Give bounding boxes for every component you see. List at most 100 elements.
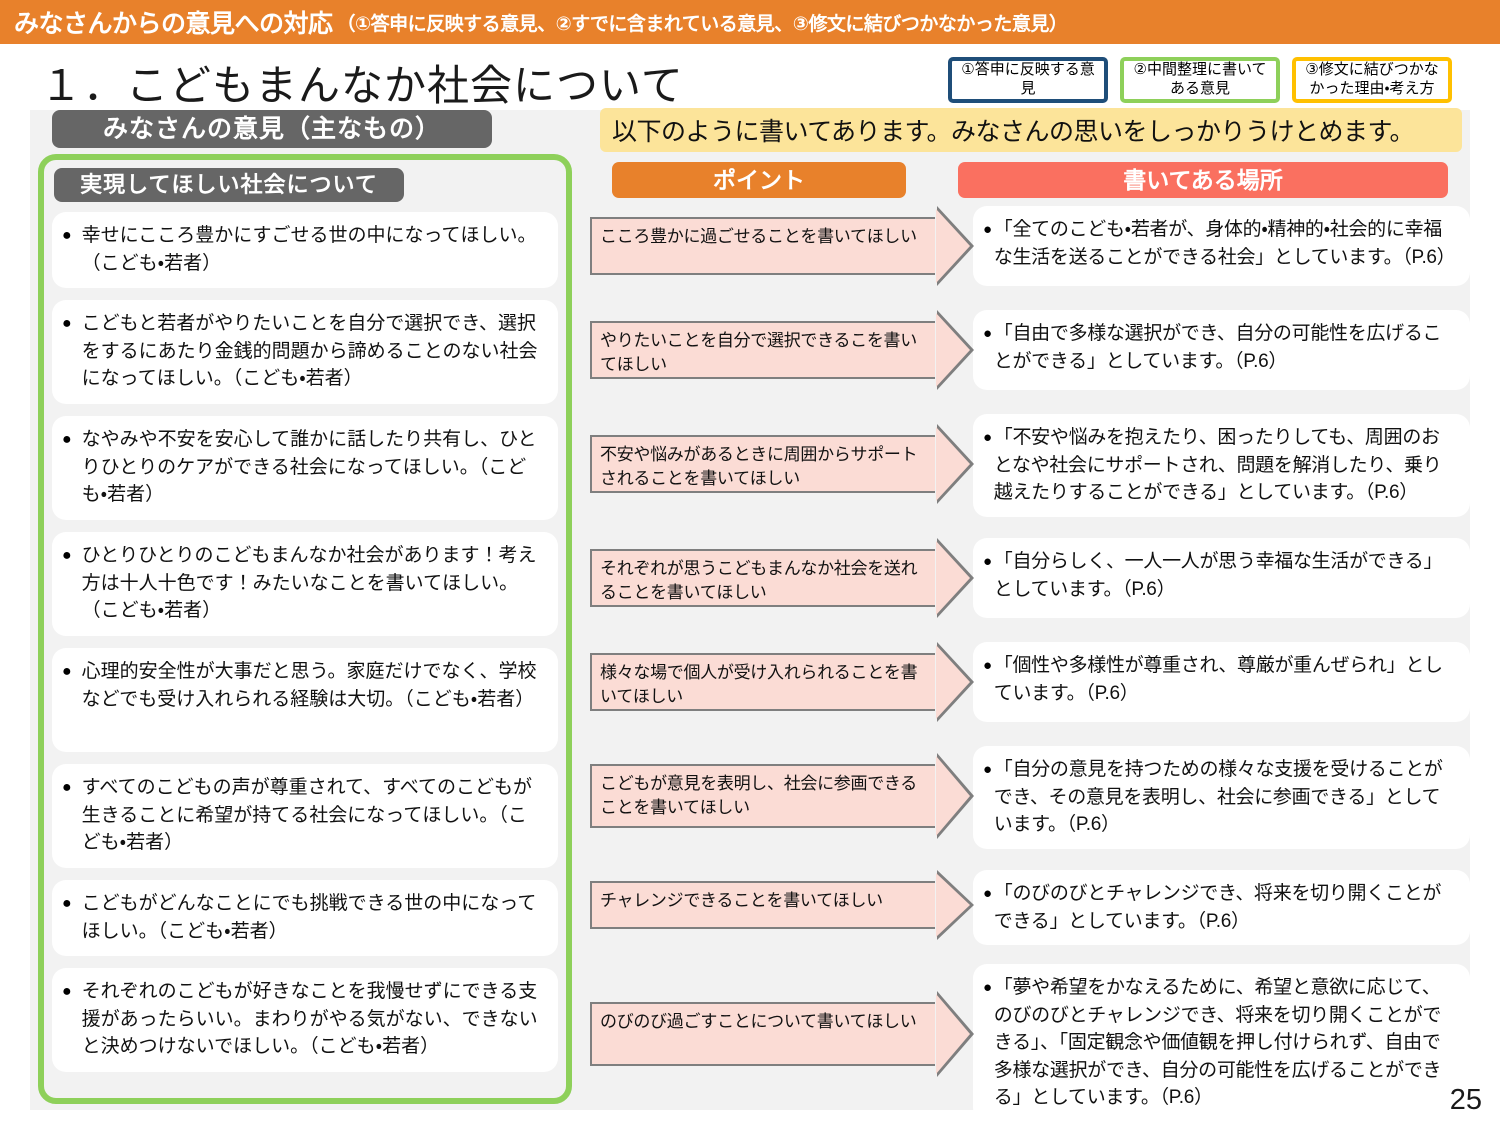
opinion-text: それぞれのこどもが好きなことを我慢せずにできる支援があったらいい。まわりがやる気… bbox=[81, 981, 538, 1058]
place-card: ●「自分らしく、一人一人が思う幸福な生活ができる」としています。（P.6） bbox=[973, 538, 1470, 618]
point-cell: こどもが意見を表明し、社会に参画できることを書いてほしい bbox=[590, 746, 935, 828]
place-card: ●「不安や悩みを抱えたり、困ったりしても、周囲のおとなや社会にサポートされ、問題… bbox=[973, 414, 1470, 517]
legend: ①答申に反映する意見 ②中間整理に書いてある意見 ③修文に結びつかなかった理由・… bbox=[948, 57, 1452, 103]
opinions-frame: 実現してほしい社会について ●幸せにこころ豊かにすごせる世の中になってほしい。（… bbox=[38, 154, 572, 1104]
opinions-sub-heading: 実現してほしい社会について bbox=[54, 168, 404, 202]
point-cell: 不安や悩みがあるときに周囲からサポートされることを書いてほしい bbox=[590, 414, 935, 493]
legend-item-3-label: ③修文に結びつかなかった理由・考え方 bbox=[1305, 61, 1439, 97]
opinion-card: ● すべてのこどもの声が尊重されて、すべてのこどもが生きることに希望が持てる社会に… bbox=[52, 764, 558, 868]
bullet-icon: ● bbox=[62, 663, 72, 680]
opinion-card: ● なやみや不安を安心して誰かに話したり共有し、ひとりひとりのケアができる社会にな… bbox=[52, 416, 558, 520]
page-title: １．こどもまんなか社会について bbox=[40, 62, 684, 109]
place-cell: ●「のびのびとチャレンジでき、将来を切り開くことができる」としています。（P.6… bbox=[973, 870, 1470, 946]
place-cell: ●「自分の意見を持つための様々な支援を受けることができ、その意見を表明し、社会に… bbox=[973, 746, 1470, 849]
bullet-icon: ● bbox=[62, 895, 72, 912]
point-arrow: 不安や悩みがあるときに周囲からサポートされることを書いてほしい bbox=[590, 435, 935, 493]
bullet-icon: ● bbox=[62, 431, 72, 448]
opinion-text: こどもがどんなことにでも挑戦できる世の中になってほしい。（こども・若者） bbox=[81, 893, 537, 942]
legend-item-2: ②中間整理に書いてある意見 bbox=[1120, 57, 1280, 103]
response-row: こころ豊かに過ごせることを書いてほしい ●「全てのこども・若者が、身体的・精神的・… bbox=[590, 206, 1470, 298]
place-text: 「全てのこども・若者が、身体的・精神的・社会的に幸福な生活を送ることができる社会… bbox=[993, 219, 1456, 268]
response-row: それぞれが思うこどもまんなか社会を送れることを書いてほしい ●「自分らしく、一人一… bbox=[590, 538, 1470, 630]
point-arrow: 様々な場で個人が受け入れられることを書いてほしい bbox=[590, 653, 935, 711]
place-text: 「不安や悩みを抱えたり、困ったりしても、周囲のおとなや社会にサポートされ、問題を… bbox=[993, 427, 1442, 504]
opinion-card: ● こどもがどんなことにでも挑戦できる世の中になってほしい。（こども・若者） bbox=[52, 880, 558, 956]
point-cell: チャレンジできることを書いてほしい bbox=[590, 870, 935, 929]
bullet-icon: ● bbox=[62, 547, 72, 564]
response-row: 様々な場で個人が受け入れられることを書いてほしい ●「個性や多様性が尊重され、尊厳… bbox=[590, 642, 1470, 734]
opinion-text: こどもと若者がやりたいことを自分で選択でき、選択をするにあたり金銭的問題から諦め… bbox=[81, 313, 538, 390]
point-cell: こころ豊かに過ごせることを書いてほしい bbox=[590, 206, 935, 275]
bullet-icon: ● bbox=[62, 983, 72, 1000]
response-row: チャレンジできることを書いてほしい ●「のびのびとチャレンジでき、将来を切り開くこ… bbox=[590, 870, 1470, 952]
point-arrow: のびのび過ごすことについて書いてほしい bbox=[590, 1002, 935, 1066]
point-cell: それぞれが思うこどもまんなか社会を送れることを書いてほしい bbox=[590, 538, 935, 607]
bullet-icon: ● bbox=[983, 553, 992, 570]
opinion-text: すべてのこどもの声が尊重されて、すべてのこどもが生きることに希望が持てる社会にな… bbox=[81, 777, 532, 854]
response-row: 不安や悩みがあるときに周囲からサポートされることを書いてほしい ●「不安や悩みを抱… bbox=[590, 414, 1470, 526]
place-cell: ●「夢や希望をかなえるために、希望と意欲に応じて、のびのびとチャレンジでき、将来… bbox=[973, 964, 1470, 1122]
point-cell: のびのび過ごすことについて書いてほしい bbox=[590, 964, 935, 1066]
point-arrow: それぞれが思うこどもまんなか社会を送れることを書いてほしい bbox=[590, 549, 935, 607]
bullet-icon: ● bbox=[62, 227, 72, 244]
bullet-icon: ● bbox=[983, 885, 992, 902]
place-cell: ●「全てのこども・若者が、身体的・精神的・社会的に幸福な生活を送ることができる社… bbox=[973, 206, 1470, 286]
legend-item-3: ③修文に結びつかなかった理由・考え方 bbox=[1292, 57, 1452, 103]
response-rows: こころ豊かに過ごせることを書いてほしい●「全てのこども・若者が、身体的・精神的・… bbox=[590, 206, 1470, 1134]
place-cell: ●「不安や悩みを抱えたり、困ったりしても、周囲のおとなや社会にサポートされ、問題… bbox=[973, 414, 1470, 517]
place-text: 「自由で多様な選択ができ、自分の可能性を広げることができる」としています。（P.… bbox=[993, 323, 1442, 372]
place-text: 「自分らしく、一人一人が思う幸福な生活ができる」としています。（P.6） bbox=[993, 551, 1443, 600]
legend-item-2-label: ②中間整理に書いてある意見 bbox=[1133, 61, 1267, 97]
bullet-icon: ● bbox=[983, 979, 992, 996]
opinion-list: ●幸せにこころ豊かにすごせる世の中になってほしい。（こども・若者）●こどもと若者… bbox=[52, 212, 558, 1084]
opinion-card: ● こどもと若者がやりたいことを自分で選択でき、選択をするにあたり金銭的問題から諦… bbox=[52, 300, 558, 404]
point-arrow: やりたいことを自分で選択できるこを書いてほしい bbox=[590, 321, 935, 379]
header-sub-title: （①答申に反映する意見、②すでに含まれている意見、③修文に結びつかなかった意見） bbox=[336, 13, 1068, 35]
opinion-card: ●幸せにこころ豊かにすごせる世の中になってほしい。（こども・若者） bbox=[52, 212, 558, 288]
place-card: ●「のびのびとチャレンジでき、将来を切り開くことができる」としています。（P.6… bbox=[973, 870, 1470, 946]
response-banner: 以下のように書いてあります。みなさんの思いをしっかりうけとめます。 bbox=[600, 108, 1462, 152]
point-column-header: ポイント bbox=[612, 162, 906, 198]
slide-body: みなさんの意見（主なもの） 実現してほしい社会について ●幸せにこころ豊かにすご… bbox=[30, 108, 1470, 1122]
point-arrow: チャレンジできることを書いてほしい bbox=[590, 881, 935, 929]
bullet-icon: ● bbox=[983, 221, 992, 238]
legend-item-1-label: ①答申に反映する意見 bbox=[961, 61, 1095, 97]
place-text: 「のびのびとチャレンジでき、将来を切り開くことができる」としています。（P.6） bbox=[993, 883, 1442, 932]
place-cell: ●「個性や多様性が尊重され、尊厳が重んぜられ」としています。（P.6） bbox=[973, 642, 1470, 722]
opinion-card: ● 心理的安全性が大事だと思う。家庭だけでなく、学校などでも受け入れられる経験は大… bbox=[52, 648, 558, 752]
point-arrow: こどもが意見を表明し、社会に参画できることを書いてほしい bbox=[590, 764, 935, 828]
place-text: 「夢や希望をかなえるために、希望と意欲に応じて、のびのびとチャレンジでき、将来を… bbox=[993, 977, 1442, 1109]
point-cell: やりたいことを自分で選択できるこを書いてほしい bbox=[590, 310, 935, 379]
opinion-card: ● それぞれのこどもが好きなことを我慢せずにできる支援があったらいい。まわりがやる… bbox=[52, 968, 558, 1072]
place-cell: ●「自由で多様な選択ができ、自分の可能性を広げることができる」としています。（P… bbox=[973, 310, 1470, 390]
place-card: ●「夢や希望をかなえるために、希望と意欲に応じて、のびのびとチャレンジでき、将来… bbox=[973, 964, 1470, 1122]
opinion-card: ● ひとりひとりのこどもまんなか社会があります！考え方は十人十色です！みたいなこと… bbox=[52, 532, 558, 636]
response-row: こどもが意見を表明し、社会に参画できることを書いてほしい ●「自分の意見を持つため… bbox=[590, 746, 1470, 858]
place-text: 「自分の意見を持つための様々な支援を受けることができ、その意見を表明し、社会に参… bbox=[993, 759, 1443, 836]
header-band: みなさんからの意見への対応 （①答申に反映する意見、②すでに含まれている意見、③… bbox=[0, 0, 1500, 44]
bullet-icon: ● bbox=[983, 657, 992, 674]
place-card: ●「全てのこども・若者が、身体的・精神的・社会的に幸福な生活を送ることができる社… bbox=[973, 206, 1470, 286]
bullet-icon: ● bbox=[62, 315, 72, 332]
opinions-section-heading: みなさんの意見（主なもの） bbox=[52, 110, 492, 148]
opinion-text: なやみや不安を安心して誰かに話したり共有し、ひとりひとりのケアができる社会になっ… bbox=[81, 429, 537, 506]
point-arrow: こころ豊かに過ごせることを書いてほしい bbox=[590, 217, 935, 275]
opinion-text: ひとりひとりのこどもまんなか社会があります！考え方は十人十色です！みたいなことを… bbox=[81, 545, 537, 622]
place-card: ●「個性や多様性が尊重され、尊厳が重んぜられ」としています。（P.6） bbox=[973, 642, 1470, 722]
response-row: のびのび過ごすことについて書いてほしい ●「夢や希望をかなえるために、希望と意欲に… bbox=[590, 964, 1470, 1122]
bullet-icon: ● bbox=[983, 761, 992, 778]
place-card: ●「自分の意見を持つための様々な支援を受けることができ、その意見を表明し、社会に… bbox=[973, 746, 1470, 849]
response-row: やりたいことを自分で選択できるこを書いてほしい ●「自由で多様な選択ができ、自分の… bbox=[590, 310, 1470, 402]
bullet-icon: ● bbox=[62, 779, 72, 796]
bullet-icon: ● bbox=[983, 429, 992, 446]
opinion-text: 心理的安全性が大事だと思う。家庭だけでなく、学校などでも受け入れられる経験は大切… bbox=[81, 661, 537, 710]
bullet-icon: ● bbox=[983, 325, 992, 342]
place-cell: ●「自分らしく、一人一人が思う幸福な生活ができる」としています。（P.6） bbox=[973, 538, 1470, 618]
legend-item-1: ①答申に反映する意見 bbox=[948, 57, 1108, 103]
point-cell: 様々な場で個人が受け入れられることを書いてほしい bbox=[590, 642, 935, 711]
place-column-header: 書いてある場所 bbox=[958, 162, 1448, 198]
page-number: 25 bbox=[1449, 1084, 1482, 1116]
place-card: ●「自由で多様な選択ができ、自分の可能性を広げることができる」としています。（P… bbox=[973, 310, 1470, 390]
place-text: 「個性や多様性が尊重され、尊厳が重んぜられ」としています。（P.6） bbox=[993, 655, 1443, 704]
header-main-title: みなさんからの意見への対応 bbox=[14, 10, 333, 38]
